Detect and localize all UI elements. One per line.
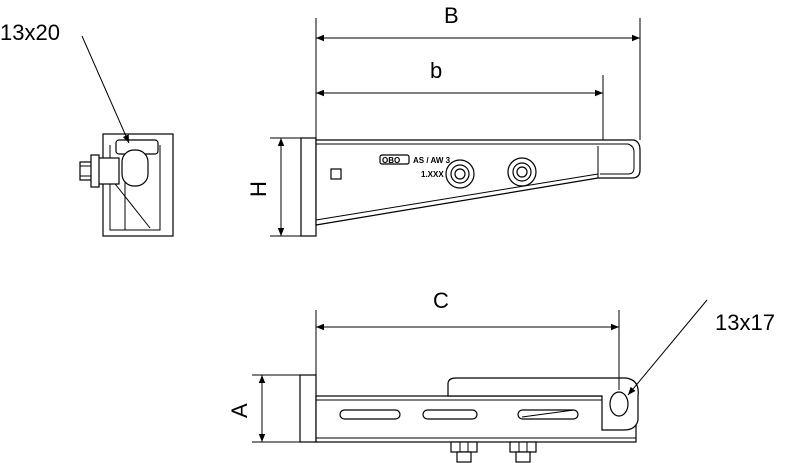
product-code: 1.XXX	[421, 170, 444, 179]
leader-13x17: 13x17	[627, 299, 775, 396]
product-marking: AS / AW 3	[413, 156, 451, 165]
side-view	[79, 133, 174, 237]
dim-H-label: H	[246, 181, 271, 197]
dimension-H: H	[246, 137, 301, 237]
dim-b-label: b	[430, 58, 442, 83]
front-view: OBO AS / AW 3 1.XXX	[300, 137, 641, 237]
brand-mark: OBO	[382, 156, 400, 165]
dim-B-label: B	[444, 3, 459, 28]
dimension-A: A	[227, 374, 300, 443]
hole-label-13x20: 13x20	[0, 20, 60, 45]
dimension-B: B	[315, 3, 641, 140]
hole-label-13x17: 13x17	[715, 310, 775, 335]
bottom-view	[299, 374, 639, 463]
dimension-b: b	[316, 58, 604, 140]
dim-C-label: C	[433, 288, 449, 313]
dimension-C: C	[315, 288, 620, 390]
dim-A-label: A	[227, 403, 252, 418]
leader-13x20: 13x20	[0, 20, 130, 144]
